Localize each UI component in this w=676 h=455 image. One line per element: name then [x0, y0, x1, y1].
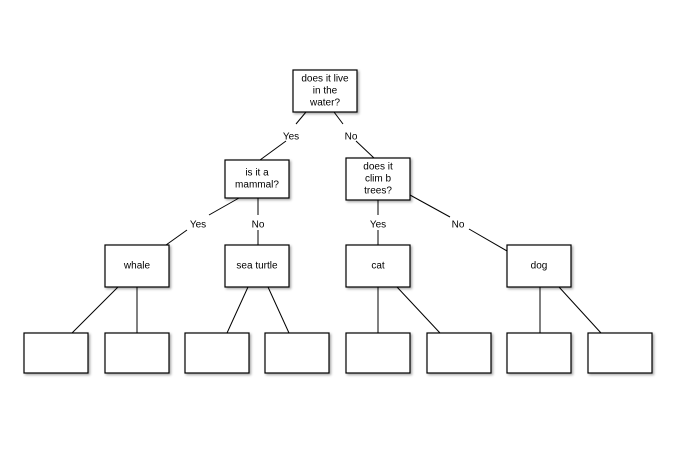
node-text-line: trees?	[364, 186, 392, 197]
edge-line	[396, 286, 441, 334]
edge-line	[267, 286, 290, 334]
node-text-line: mammal?	[235, 180, 279, 191]
node-box	[292, 69, 358, 113]
edge-line	[259, 140, 287, 161]
node-box	[23, 332, 89, 374]
node-text-line: clim b	[365, 174, 392, 185]
node-box	[345, 244, 411, 288]
edge-dog-leaf8	[558, 286, 602, 334]
edge-whale-leaf1	[71, 286, 119, 334]
edge-line	[208, 197, 240, 216]
edge-cat-leaf6	[396, 286, 441, 334]
edge-line	[295, 111, 307, 125]
leaf-box-5	[345, 332, 411, 374]
edge-line	[558, 286, 602, 334]
edge-root-yes	[259, 111, 307, 161]
edge-climb-no-label: No	[452, 220, 465, 231]
leaf-box-7	[506, 332, 572, 374]
node-box	[104, 244, 170, 288]
edges	[71, 111, 602, 334]
node-sea-turtle: sea turtle	[224, 244, 290, 288]
edge-line	[165, 229, 188, 246]
node-box	[224, 244, 290, 288]
edge-climb-yes-label: Yes	[370, 220, 386, 231]
node-text-line: water?	[309, 98, 340, 109]
node-text-line: dog	[531, 261, 548, 272]
node-box	[587, 332, 653, 374]
node-box	[224, 159, 290, 199]
edge-turtle-leaf4	[267, 286, 290, 334]
node-dog: dog	[506, 244, 572, 288]
leaf-box-1	[23, 332, 89, 374]
node-whale: whale	[104, 244, 170, 288]
node-box	[184, 332, 250, 374]
node-text-line: whale	[123, 261, 151, 272]
node-box	[345, 332, 411, 374]
edge-root-no	[333, 111, 375, 159]
edge-line	[226, 286, 249, 334]
node-box	[506, 332, 572, 374]
edge-mammal-no-label: No	[252, 220, 265, 231]
node-text-line: cat	[371, 261, 385, 272]
node-box	[426, 332, 492, 374]
edge-turtle-leaf3	[226, 286, 249, 334]
node-text-line: does it live	[301, 74, 349, 85]
edge-line	[71, 286, 119, 334]
node-text-line: is it a	[245, 168, 269, 179]
leaf-box-3	[184, 332, 250, 374]
node-text-line: in the	[313, 86, 338, 97]
edge-mammal-yes-label: Yes	[190, 220, 206, 231]
node-text-line: sea turtle	[236, 261, 278, 272]
leaf-box-2	[104, 332, 170, 374]
node-box	[345, 157, 411, 201]
leaf-box-4	[264, 332, 330, 374]
edge-root-no-label: No	[345, 132, 358, 143]
leaf-box-8	[587, 332, 653, 374]
node-cat: cat	[345, 244, 411, 288]
edge-line	[409, 194, 451, 218]
edge-line	[333, 111, 344, 125]
node-text-line: does it	[363, 162, 393, 173]
node-box	[264, 332, 330, 374]
edge-root-yes-label: Yes	[283, 132, 299, 143]
node-box	[104, 332, 170, 374]
leaf-box-6	[426, 332, 492, 374]
node-box	[506, 244, 572, 288]
edge-line	[355, 140, 375, 159]
edge-mammal-yes	[165, 197, 240, 246]
